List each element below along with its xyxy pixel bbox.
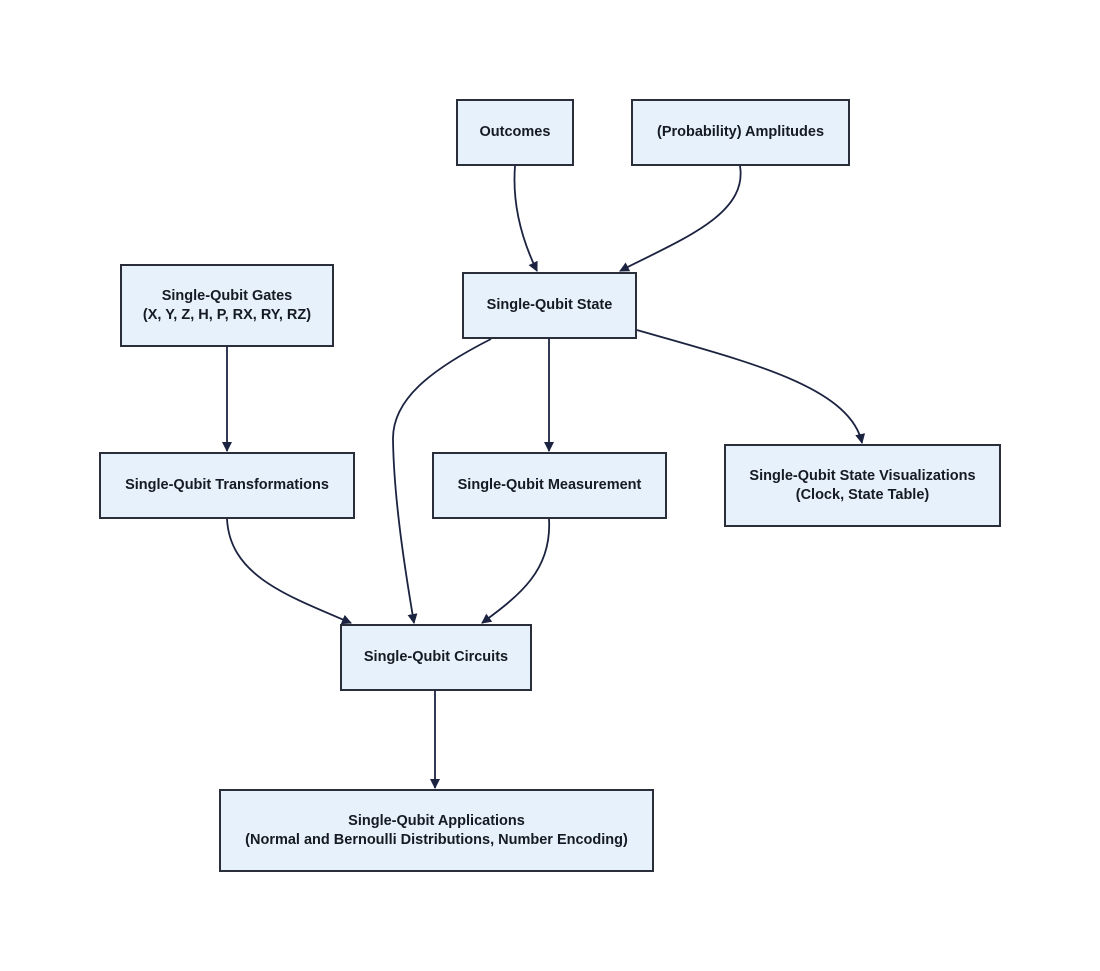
- node-single-qubit-state: Single-Qubit State: [462, 272, 637, 339]
- node-single-qubit-transformations: Single-Qubit Transformations: [99, 452, 355, 519]
- node-single-qubit-state-visualizations: Single-Qubit State Visualizations (Clock…: [724, 444, 1001, 527]
- node-single-qubit-transformations-label: Single-Qubit Transformations: [125, 477, 329, 493]
- edge-amplitudes-to-state: [619, 165, 742, 272]
- edge-state-to-visualizations: [636, 329, 866, 444]
- node-outcomes-label: Outcomes: [479, 124, 551, 140]
- node-single-qubit-circuits: Single-Qubit Circuits: [340, 624, 532, 691]
- node-single-qubit-applications: Single-Qubit Applications (Normal and Be…: [219, 789, 654, 872]
- node-probability-amplitudes: (Probability) Amplitudes: [631, 99, 850, 166]
- edge-outcomes-to-state: [513, 165, 538, 272]
- edge-state-to-circuits: [392, 338, 492, 624]
- edge-measurement-to-circuits: [481, 518, 550, 624]
- node-single-qubit-state-visualizations-title: Single-Qubit State Visualizations: [749, 467, 976, 484]
- node-single-qubit-state-visualizations-subtitle: (Clock, State Table): [795, 486, 930, 503]
- node-single-qubit-circuits-label: Single-Qubit Circuits: [363, 649, 509, 665]
- node-single-qubit-gates-title: Single-Qubit Gates: [161, 287, 293, 304]
- node-single-qubit-measurement-label: Single-Qubit Measurement: [457, 477, 642, 493]
- node-single-qubit-applications-title: Single-Qubit Applications: [348, 812, 525, 829]
- node-single-qubit-state-label: Single-Qubit State: [486, 297, 613, 313]
- node-single-qubit-gates: Single-Qubit Gates (X, Y, Z, H, P, RX, R…: [120, 264, 334, 347]
- edge-transformations-to-circuits: [226, 518, 352, 625]
- node-single-qubit-applications-subtitle: (Normal and Bernoulli Distributions, Num…: [245, 831, 628, 848]
- node-single-qubit-measurement: Single-Qubit Measurement: [432, 452, 667, 519]
- node-probability-amplitudes-label: (Probability) Amplitudes: [656, 124, 825, 140]
- node-single-qubit-gates-subtitle: (X, Y, Z, H, P, RX, RY, RZ): [142, 306, 312, 323]
- node-outcomes: Outcomes: [456, 99, 574, 166]
